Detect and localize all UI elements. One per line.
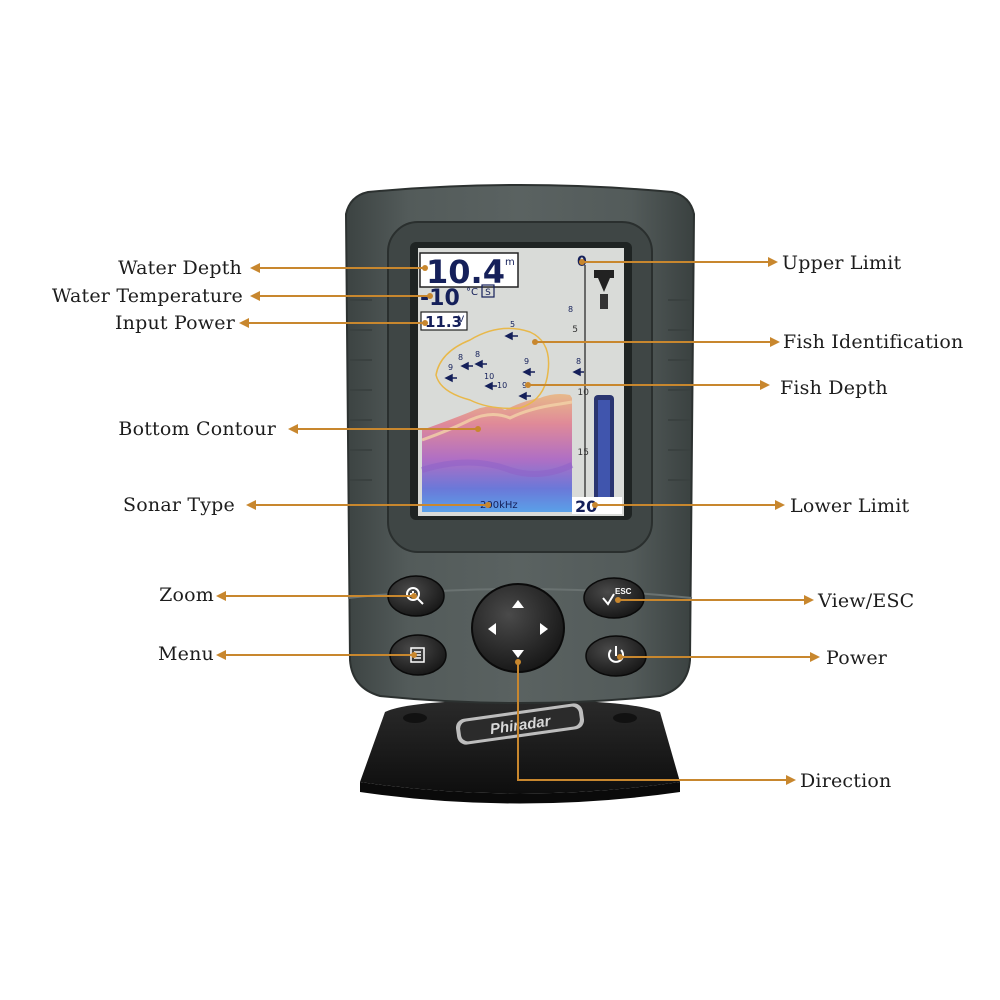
fish-icon [474, 359, 487, 369]
sonar-screen: 5 10 15 10.4 m -10 °C S 11.3 V 0 20 200k… [418, 248, 624, 516]
fish-depth-label: 9 [448, 363, 453, 372]
temp-unit: °C [466, 287, 478, 298]
label-fish-identification: Fish Identification [783, 331, 964, 353]
fish-depth-label: 5 [510, 320, 515, 329]
fish-depth-label: 10 [484, 372, 494, 381]
callout-arrows [216, 257, 820, 785]
menu-button[interactable] [389, 634, 447, 676]
sonar-frequency-readout: 200kHz [480, 500, 518, 511]
arrow-up-icon[interactable] [512, 600, 524, 608]
label-bottom-contour: Bottom Contour [118, 418, 276, 440]
scale-tick: 15 [578, 448, 589, 458]
direction-pad[interactable] [471, 583, 565, 673]
label-menu: Menu [158, 643, 214, 665]
label-power: Power [826, 647, 888, 669]
label-water-temperature: Water Temperature [51, 285, 243, 307]
label-lower-limit: Lower Limit [790, 495, 910, 517]
arrow-right-icon[interactable] [540, 623, 548, 635]
fish-icon [460, 361, 473, 371]
label-water-depth: Water Depth [118, 257, 242, 279]
fish-icon [522, 367, 535, 377]
view-esc-button[interactable]: ESC [583, 577, 645, 619]
scale-tick: 5 [572, 325, 578, 335]
fish-icon [518, 391, 531, 401]
label-direction: Direction [800, 770, 892, 792]
temp-sensor-badge: S [485, 288, 491, 298]
fish-identification-outline [435, 327, 550, 410]
callout-dots [411, 259, 623, 665]
fish-icon [572, 367, 584, 377]
arrow-down-icon[interactable] [512, 650, 524, 658]
label-sonar-type: Sonar Type [123, 494, 235, 516]
fish-depth-label: 8 [568, 305, 573, 314]
fish-icon [444, 373, 457, 383]
water-temperature-readout: -10 [420, 286, 460, 311]
check-icon [602, 593, 615, 606]
input-power-readout: 11.3 [425, 313, 462, 331]
fish-depth-label: 9 [522, 381, 527, 390]
fish-icon [484, 381, 497, 391]
fish-icon [504, 331, 518, 341]
fish-depth-label: 8 [458, 353, 463, 362]
fish-depth-label: 8 [475, 350, 480, 359]
esc-label: ESC [615, 587, 632, 596]
lower-limit-readout: 20 [575, 497, 597, 516]
power-unit: V [458, 315, 465, 325]
fish-depth-label: 8 [576, 357, 581, 366]
depth-scale-ticks: 5 10 15 [572, 325, 589, 458]
fish-depth-label: 9 [524, 357, 529, 366]
label-zoom: Zoom [159, 584, 214, 606]
label-input-power: Input Power [114, 312, 235, 334]
depth-unit: m [505, 257, 515, 268]
device-stand: Phiradar [360, 700, 680, 804]
power-icon [608, 646, 624, 663]
arrow-left-icon[interactable] [488, 623, 496, 635]
brand-plate: Phiradar [455, 703, 585, 745]
fish-depth-label: 10 [497, 381, 507, 390]
label-fish-depth: Fish Depth [780, 377, 888, 399]
scale-tick: 10 [578, 388, 590, 398]
label-view-esc: View/ESC [818, 590, 915, 612]
label-upper-limit: Upper Limit [782, 252, 902, 274]
direction-arrow [517, 662, 796, 785]
fish-markers: 5 8 8 9 9 10 10 9 8 8 [444, 305, 584, 401]
